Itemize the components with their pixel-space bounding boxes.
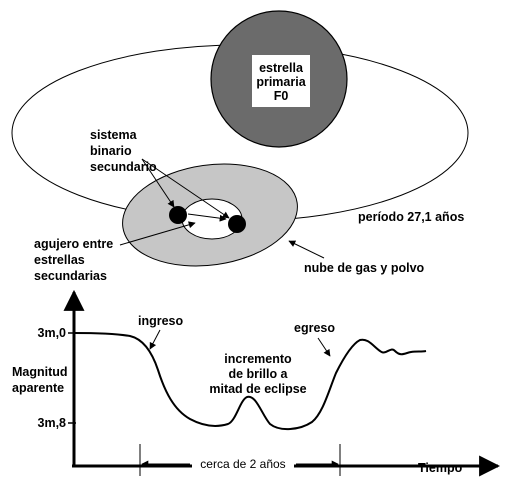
egress-arrow <box>317 337 331 357</box>
star-label-line2: primaria <box>256 75 306 89</box>
cloud-label: nube de gas y polvo <box>304 261 425 275</box>
x-axis-label: Tiempo <box>418 461 463 475</box>
binary-label-line3: secundario <box>90 160 157 174</box>
y-axis-label-line1: Magnitud <box>12 365 68 379</box>
ingress-label: ingreso <box>138 314 184 328</box>
star-label-line1: estrella <box>259 61 304 75</box>
ingress-arrow <box>149 329 161 350</box>
star-label-line3: F0 <box>274 89 289 103</box>
light-curve <box>73 332 427 430</box>
brightening-label-line3: mitad de eclipse <box>209 382 306 396</box>
binary-arrow-left <box>141 158 175 208</box>
y-tick-label-bottom: 3m,8 <box>38 416 67 430</box>
secondary-star-left <box>169 206 187 224</box>
hole-label-line1: agujero entre <box>34 237 113 251</box>
binary-label-line2: binario <box>90 144 132 158</box>
brightening-label-line2: de brillo a <box>228 367 288 381</box>
duration-label: cerca de 2 años <box>200 457 285 471</box>
brightening-label-line1: incremento <box>224 352 292 366</box>
hole-inner-arrow <box>187 213 227 222</box>
binary-arrow-right <box>141 158 230 219</box>
cloud-arrow <box>288 240 325 259</box>
hole-label-line2: estrellas <box>34 253 85 267</box>
hole-arrow <box>119 221 196 246</box>
period-label: período 27,1 años <box>358 210 464 224</box>
y-tick-label-top: 3m,0 <box>38 326 67 340</box>
duration-label-bg <box>192 456 294 471</box>
binary-label-line1: sistema <box>90 128 138 142</box>
egress-label: egreso <box>294 321 335 335</box>
hole-label-line3: secundarias <box>34 269 107 283</box>
y-axis-label-line2: aparente <box>12 381 64 395</box>
secondary-star-right <box>228 215 246 233</box>
star-label-box <box>252 55 310 107</box>
